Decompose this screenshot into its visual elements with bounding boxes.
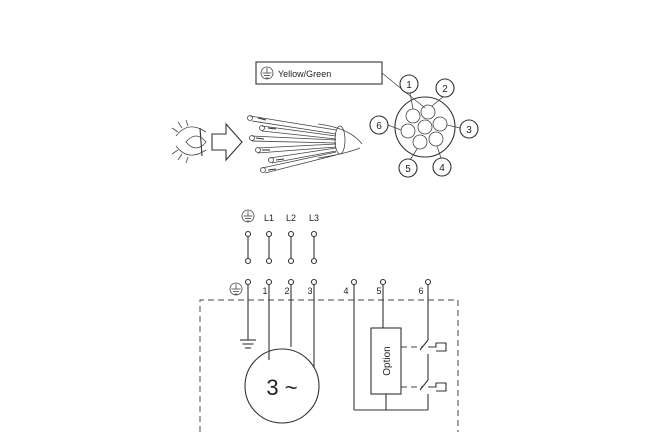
cable-cross-section (387, 92, 461, 161)
option-circuit: Option (353, 284, 447, 411)
cable-wires (247, 115, 363, 174)
terminal-number-5: 5 (376, 286, 381, 296)
protective-earth (240, 284, 256, 349)
svg-text:1: 1 (406, 80, 412, 91)
eye-icon (171, 119, 207, 164)
core-number-5: 5 (398, 158, 418, 178)
callout-label: Yellow/Green (278, 69, 331, 79)
yellow-green-callout: Yellow/Green (255, 61, 426, 109)
supply-earth-icon (241, 209, 255, 223)
core-number-1: 1 (399, 74, 419, 94)
terminal-number-1: 1 (262, 286, 267, 296)
option-label: Option (382, 346, 393, 375)
terminal-number-6: 6 (418, 286, 423, 296)
core-number-3: 3 (459, 119, 479, 139)
motor-symbol: 3 ~ (244, 348, 320, 424)
svg-text:3: 3 (466, 125, 472, 136)
supply-terminals (244, 230, 318, 265)
core-number-2: 2 (435, 78, 455, 98)
svg-text:5: 5 (405, 164, 411, 175)
terminal-earth-icon (229, 278, 252, 296)
arrow-right-icon (211, 122, 243, 162)
svg-text:2: 2 (442, 84, 448, 95)
motor-label: 3 ~ (266, 375, 297, 400)
motor-enclosure (199, 299, 459, 432)
core-number-6: 6 (369, 115, 389, 135)
core-number-4: 4 (432, 157, 452, 177)
terminal-number-3: 3 (307, 286, 312, 296)
supply-label-l1: L1 (264, 213, 274, 223)
svg-text:6: 6 (376, 121, 382, 132)
motor-leads (268, 284, 315, 368)
terminal-number-4: 4 (343, 286, 348, 296)
supply-label-l3: L3 (309, 213, 319, 223)
svg-text:4: 4 (439, 163, 445, 174)
supply-label-l2: L2 (286, 213, 296, 223)
terminal-number-2: 2 (284, 286, 289, 296)
terminal-block (265, 278, 432, 286)
earth-ground-icon (260, 66, 274, 80)
